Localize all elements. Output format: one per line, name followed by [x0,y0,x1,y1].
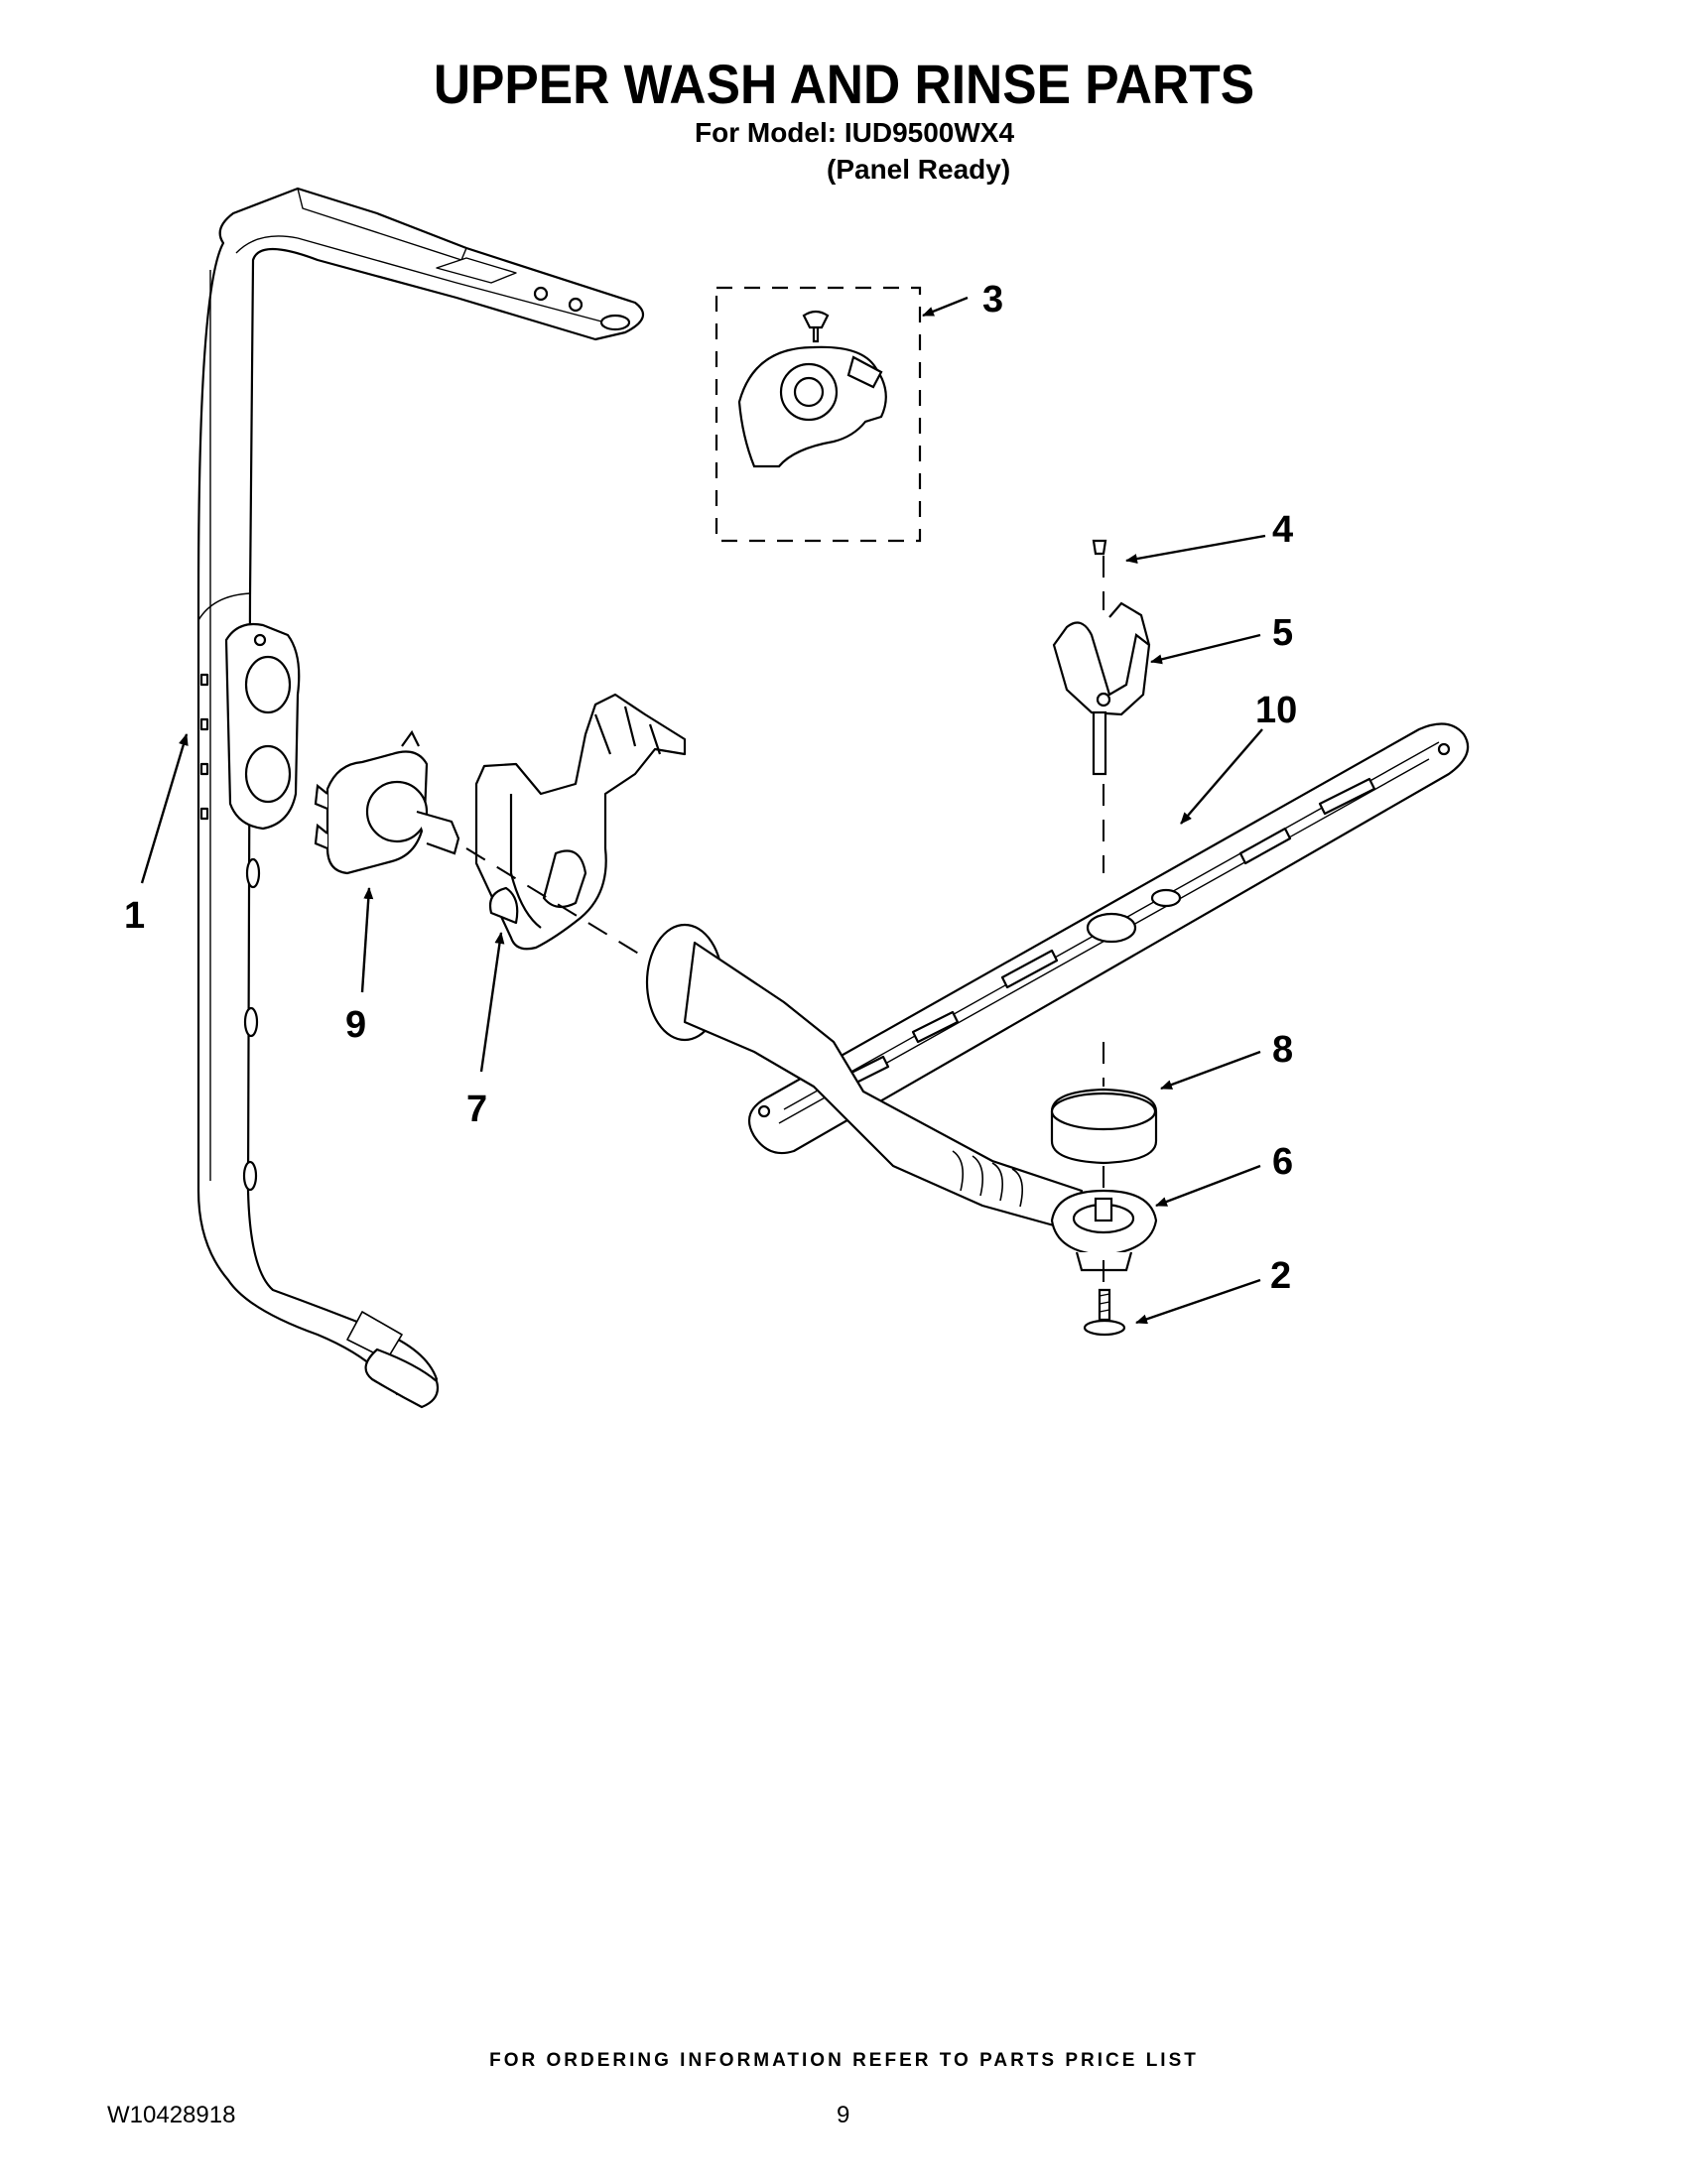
callout-9: 9 [345,1004,366,1046]
leader-10 [1180,728,1263,825]
ordering-note: FOR ORDERING INFORMATION REFER TO PARTS … [489,2050,1199,2071]
bearing-ring [1050,1088,1158,1165]
variant-line: (Panel Ready) [827,154,1011,185]
leader-8 [1160,1050,1261,1091]
callout-4: 4 [1272,509,1293,551]
page-number: 9 [837,2102,850,2128]
arm-retainer [1052,539,1151,776]
leader-1 [140,733,189,884]
leader-lines [140,296,1266,1325]
callout-8: 8 [1272,1029,1293,1071]
bracket [474,693,687,951]
page-title: UPPER WASH AND RINSE PARTS [433,53,1255,115]
callout-3: 3 [982,279,1003,321]
callout-2: 2 [1270,1255,1291,1297]
callout-5: 5 [1272,612,1293,654]
leader-9 [360,887,374,993]
leader-6 [1155,1164,1261,1208]
callout-1: 1 [124,895,145,937]
leader-7 [479,932,505,1073]
tube-connector [314,729,460,875]
upper-spray-tube [196,187,645,1409]
feed-tube [645,923,1084,1232]
document-id: W10428918 [107,2102,236,2128]
callout-10: 10 [1255,690,1297,731]
leader-2 [1135,1278,1261,1325]
leader-5 [1150,633,1261,665]
leader-4 [1125,534,1266,564]
callout-7: 7 [466,1089,487,1130]
spray-arm [747,722,1470,1155]
assembly-axis [465,556,1104,1288]
callout-6: 6 [1272,1141,1293,1183]
model-line: For Model: IUD9500WX4 [695,117,1015,148]
screw [1083,1288,1126,1337]
manifold-assembly [714,286,922,543]
leader-3 [922,296,969,318]
hub [1050,1189,1158,1272]
